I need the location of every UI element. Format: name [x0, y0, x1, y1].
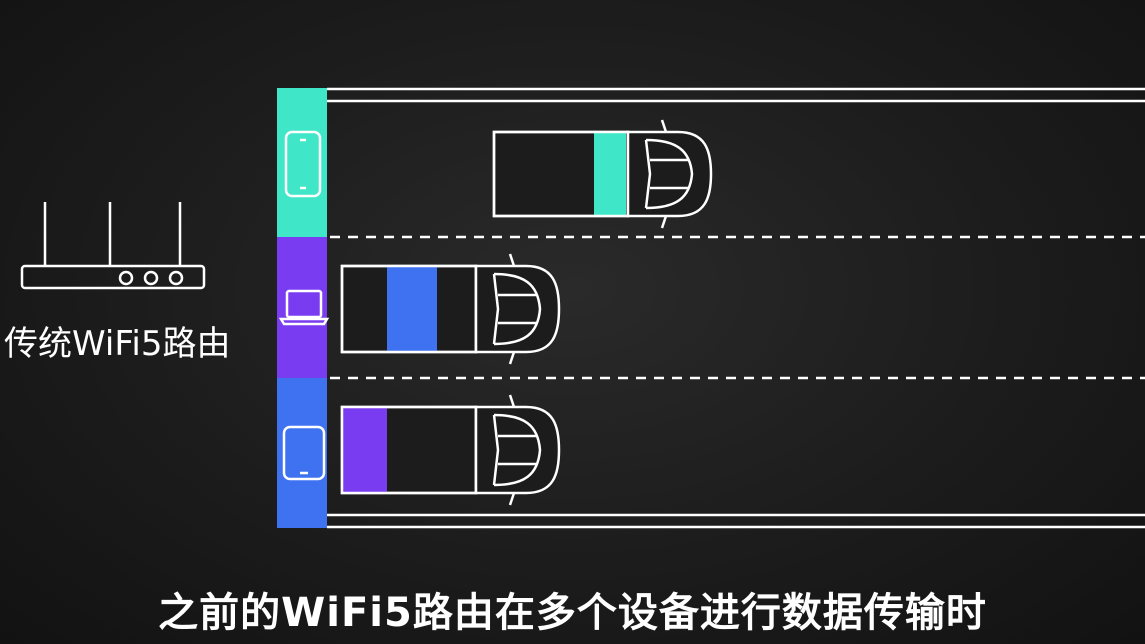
phone-icon [284, 130, 322, 198]
lane-2-device-block [277, 237, 327, 378]
tablet-icon [282, 425, 326, 481]
truck-2 [340, 253, 561, 365]
router-icon [20, 202, 206, 290]
router-label: 传统WiFi5路由 [4, 324, 231, 364]
truck-3 [340, 394, 561, 506]
laptop-icon [278, 289, 330, 326]
lane-3-device-block [277, 378, 327, 528]
truck-3-cargo [343, 407, 387, 493]
truck-1 [492, 119, 713, 229]
subtitle-caption: 之前的WiFi5路由在多个设备进行数据传输时 [158, 590, 987, 636]
truck-1-cargo [594, 132, 626, 216]
truck-2-cargo [387, 266, 437, 352]
